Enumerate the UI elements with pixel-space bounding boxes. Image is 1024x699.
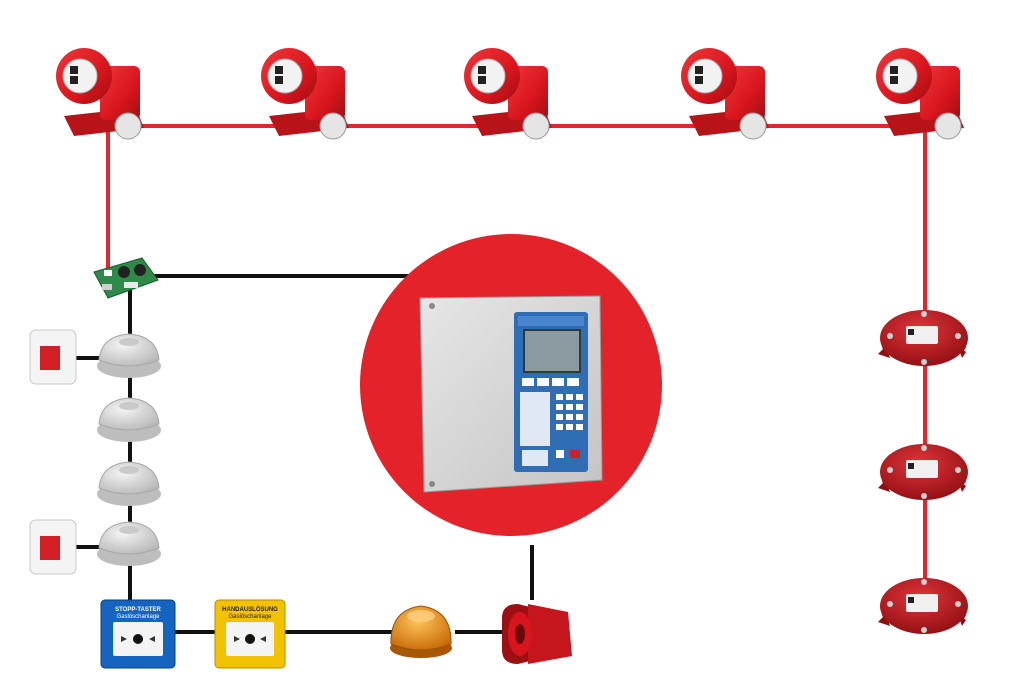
cylinder-valve-icon — [261, 48, 349, 140]
pressure-switch-icon — [878, 444, 968, 500]
smoke-detector-column — [97, 333, 161, 566]
cylinder-valve-icon — [464, 48, 552, 140]
cylinder-valve-icon — [876, 48, 964, 140]
smoke-detector-icon — [97, 461, 161, 506]
extinguishing-valve-row — [56, 48, 964, 140]
stop-button-label-2: Gaslöschanlage — [116, 614, 160, 620]
manual-release-label-1: HANDAUSLÖSUNG — [222, 606, 278, 613]
circuit-board-icon — [93, 257, 159, 299]
control-panel-group — [360, 234, 662, 536]
smoke-detector-icon — [97, 521, 161, 566]
alarm-sounder-icon — [502, 604, 572, 664]
cylinder-valve-icon — [56, 48, 144, 140]
smoke-detector-icon — [97, 333, 161, 378]
flash-beacon-icon — [390, 605, 452, 658]
pressure-switch-icon — [878, 310, 968, 366]
control-panel-icon — [419, 295, 603, 493]
parallel-indicator-icon — [29, 519, 77, 575]
stop-button-icon: STOPP-TASTER Gaslöschanlage — [100, 599, 176, 669]
manual-release-label-2: Gaslöschanlage — [228, 614, 272, 620]
pressure-switch-icon — [878, 578, 968, 634]
pressure-switch-column — [878, 310, 968, 634]
stop-button-label-1: STOPP-TASTER — [115, 607, 161, 613]
smoke-detector-icon — [97, 397, 161, 442]
manual-release-button-icon: HANDAUSLÖSUNG Gaslöschanlage — [214, 599, 286, 669]
parallel-indicator-icon — [29, 329, 77, 385]
cylinder-valve-icon — [681, 48, 769, 140]
